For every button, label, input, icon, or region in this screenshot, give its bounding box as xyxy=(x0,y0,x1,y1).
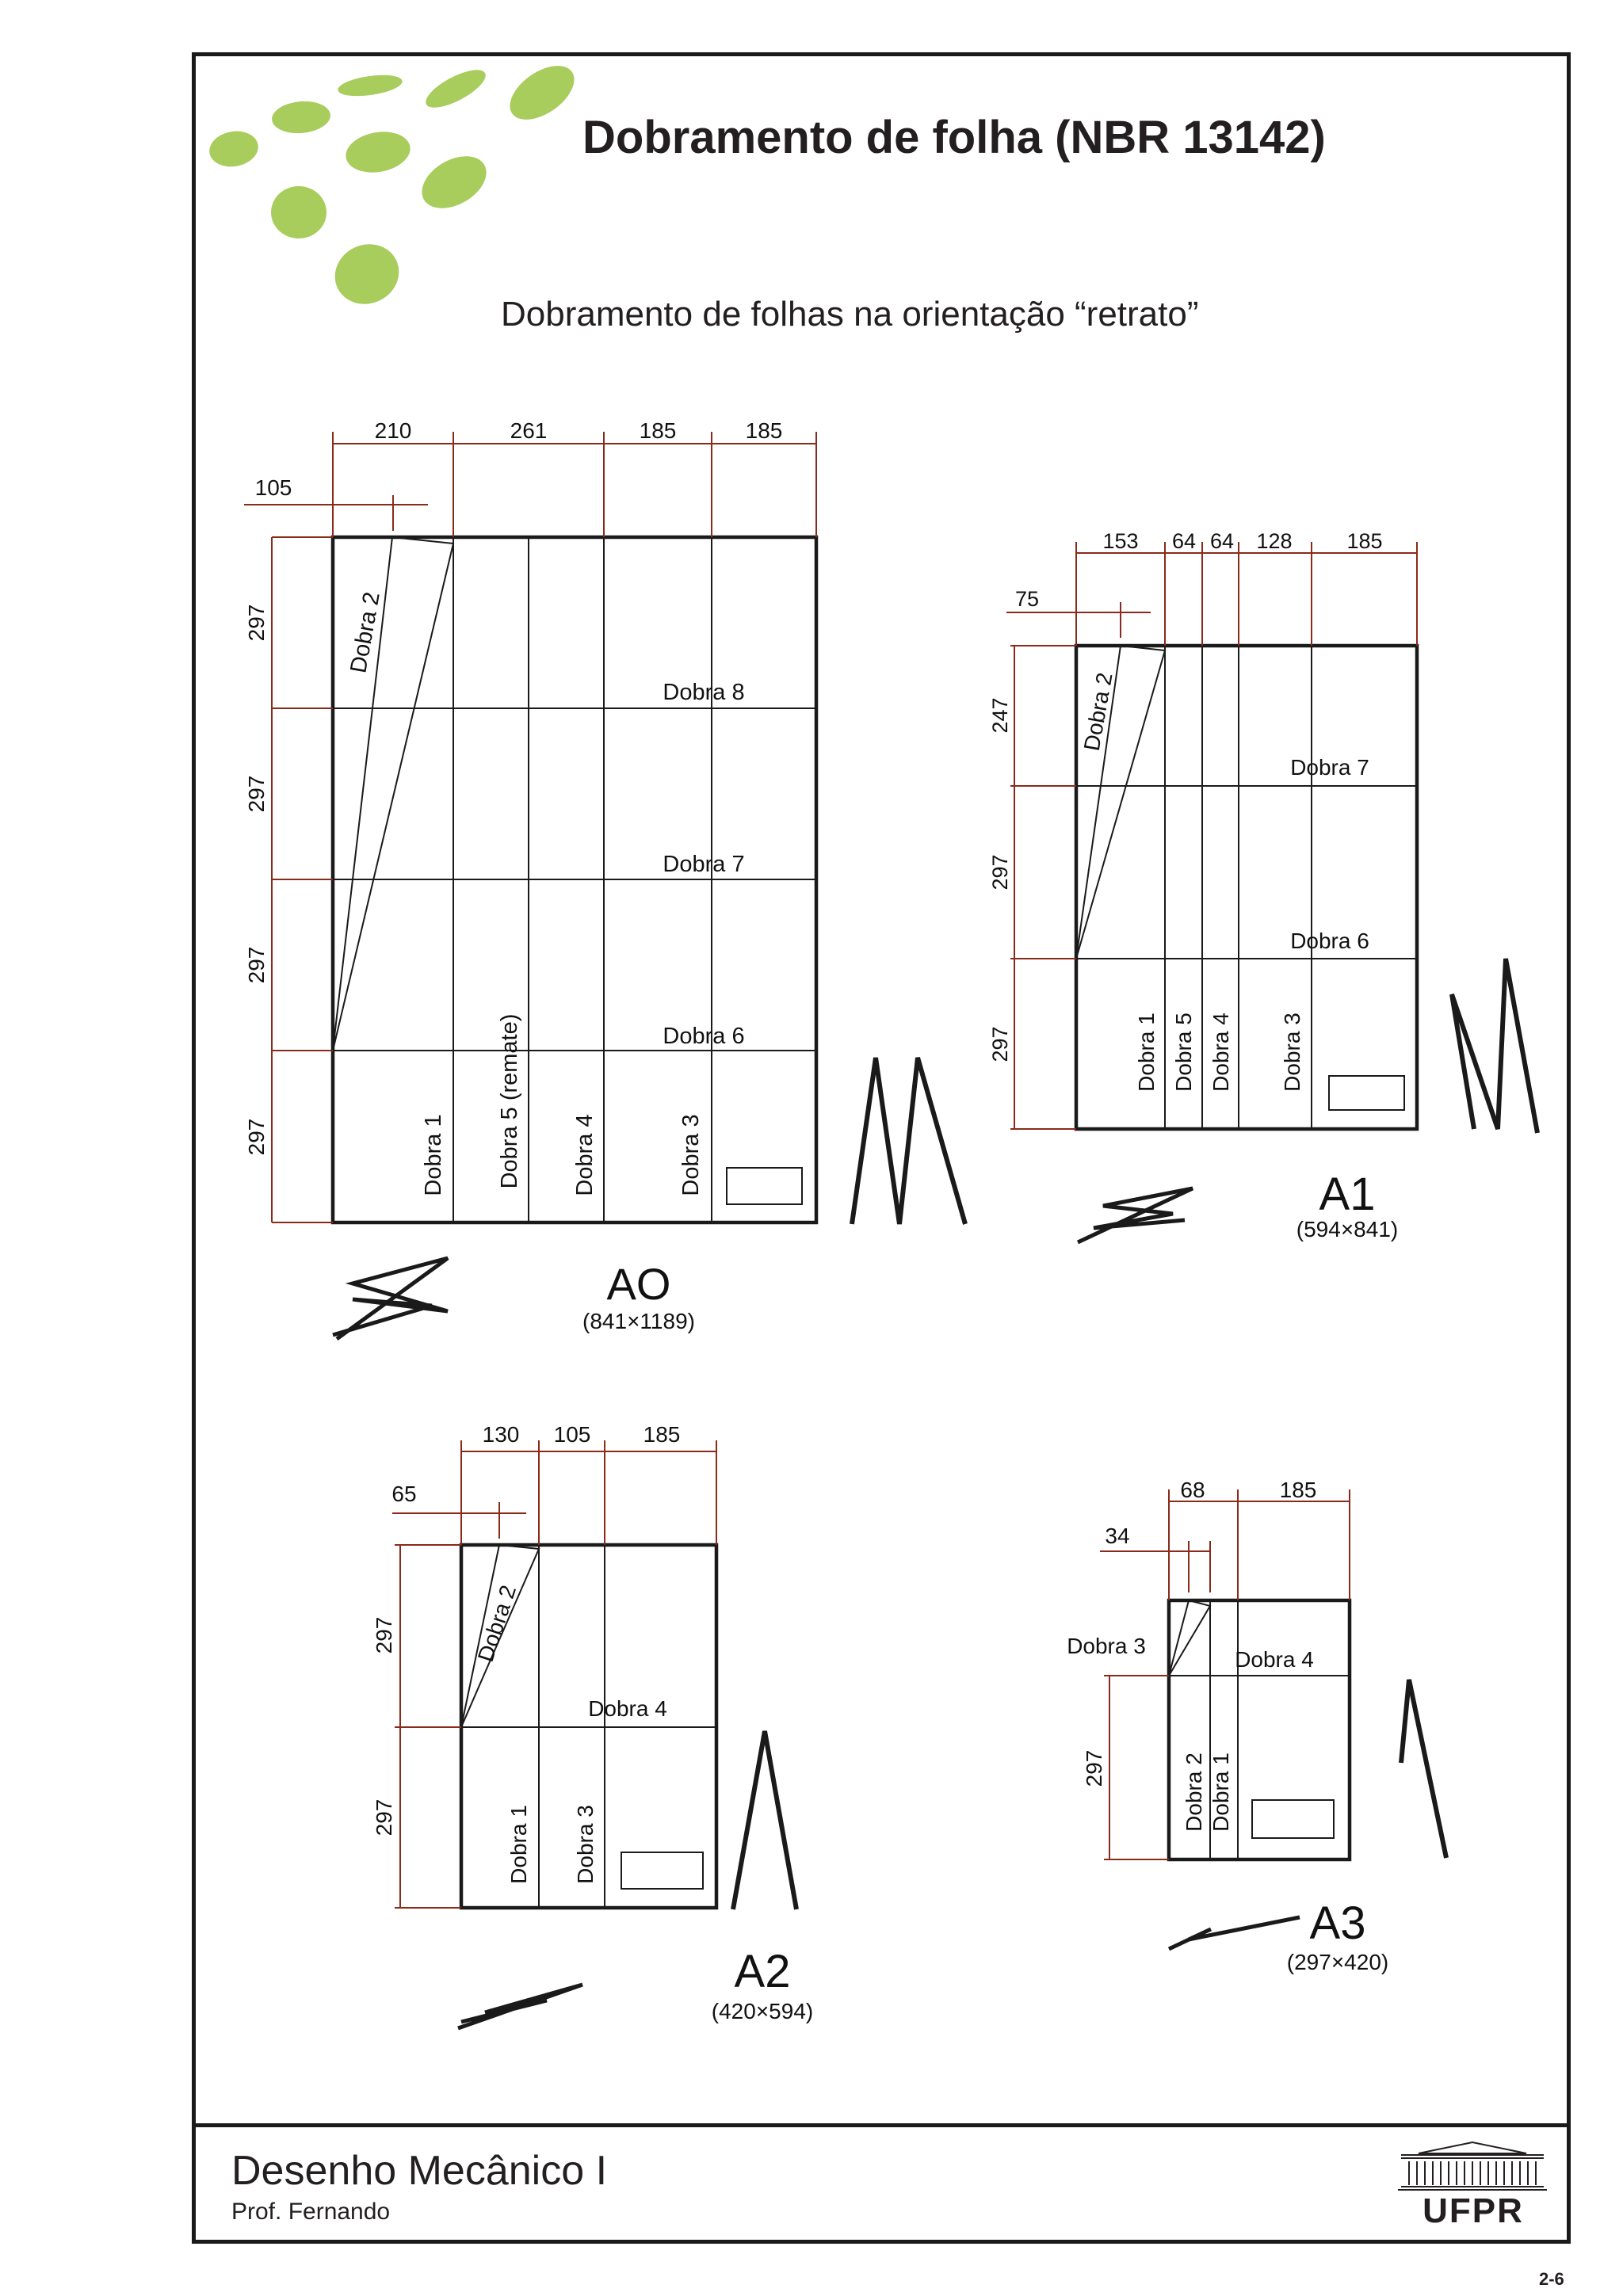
a3-dim-left-1: 297 xyxy=(1082,1750,1106,1787)
footer-divider xyxy=(192,2123,1571,2127)
course-name: Desenho Mecânico I xyxy=(231,2148,608,2194)
a2-format-size: (420×594) xyxy=(712,1999,813,2023)
a1-fold-profile-vertical xyxy=(1449,958,1540,1134)
a2-fold-2-label: Dobra 2 xyxy=(473,1582,521,1665)
a2-dim-top-3: 185 xyxy=(643,1422,681,1447)
sheet-a0: 210 261 185 185 105 297 297 297 297 Dobr… xyxy=(244,418,968,1341)
a3-fold-3-label: Dobra 3 xyxy=(1067,1634,1146,1658)
a0-dim-top-3: 185 xyxy=(640,418,677,443)
a1-fold-7-label: Dobra 7 xyxy=(1290,755,1369,780)
a0-dim-top-2: 261 xyxy=(510,418,548,443)
page-title: Dobramento de folha (NBR 13142) xyxy=(582,112,1326,163)
a2-dim-top-1: 130 xyxy=(483,1422,520,1447)
a2-fold-3-label: Dobra 3 xyxy=(573,1805,598,1884)
a0-dim-top-4: 185 xyxy=(746,418,783,443)
a1-sheet-outline xyxy=(1074,643,1419,1131)
a0-dim-left-3: 297 xyxy=(244,947,269,984)
a2-fold-profile-vertical xyxy=(731,1730,799,1910)
a2-dim-offset: 65 xyxy=(391,1482,416,1506)
a3-format-size: (297×420) xyxy=(1287,1950,1388,1974)
decorative-green-dots xyxy=(209,66,575,304)
a3-dim-top-2: 185 xyxy=(1280,1478,1317,1502)
page-number: 2-6 xyxy=(1539,2269,1564,2289)
sheet-a3: 68 185 34 297 Dobra 3 Dobra 4 Dobra 2 Do… xyxy=(1067,1478,1449,1974)
a3-fold-profile-horizontal xyxy=(1167,1915,1300,1951)
a0-dim-left-4: 297 xyxy=(244,1119,269,1156)
a1-fold-3-label: Dobra 3 xyxy=(1280,1013,1304,1092)
a2-dim-top-2: 105 xyxy=(554,1422,591,1447)
a3-dim-top-1: 68 xyxy=(1180,1478,1205,1502)
a3-fold-4-label: Dobra 4 xyxy=(1235,1647,1314,1672)
a2-dim-left-1: 297 xyxy=(372,1617,396,1654)
a0-fold-1-label: Dobra 1 xyxy=(421,1114,446,1196)
a1-dim-left-2: 297 xyxy=(988,854,1012,890)
a1-title-block xyxy=(1328,1075,1405,1111)
a2-title-block xyxy=(621,1852,704,1890)
a1-fold-profile-horizontal xyxy=(1076,1186,1194,1245)
a3-fold-1-label: Dobra 1 xyxy=(1209,1753,1233,1832)
a0-fold-5-label: Dobra 5 (remate) xyxy=(497,1014,522,1189)
a2-format-name: A2 xyxy=(735,1946,791,1997)
sheet-a1: 153 64 64 128 185 75 247 297 297 Dobra 2… xyxy=(988,529,1540,1245)
a1-dim-top-3: 64 xyxy=(1210,529,1234,553)
a1-dim-top-2: 64 xyxy=(1172,529,1196,553)
a0-fold-2-label: Dobra 2 xyxy=(346,590,384,675)
a3-fold-profile-vertical xyxy=(1399,1679,1449,1859)
a1-dim-left-1: 247 xyxy=(988,697,1012,733)
page-frame xyxy=(192,52,1571,2244)
a0-fold-4-label: Dobra 4 xyxy=(572,1114,598,1196)
a1-format-size: (594×841) xyxy=(1296,1217,1398,1241)
professor-name: Prof. Fernando xyxy=(231,2199,391,2225)
sheet-a2: 130 105 185 65 297 297 Dobra 2 Dobra 4 D… xyxy=(372,1422,813,2031)
university-logo-text: UFPR xyxy=(1423,2191,1524,2230)
a1-fold-4-label: Dobra 4 xyxy=(1209,1013,1233,1092)
a0-fold-profile-vertical xyxy=(850,1057,968,1225)
a2-dim-left-2: 297 xyxy=(372,1799,396,1836)
a3-sheet-outline xyxy=(1167,1598,1352,1862)
a0-fold-8-label: Dobra 8 xyxy=(663,680,744,705)
a2-fold-1-label: Dobra 1 xyxy=(506,1805,531,1884)
a0-format-name: AO xyxy=(607,1259,671,1309)
a0-dim-left-1: 297 xyxy=(244,605,269,642)
a2-fold-profile-horizontal xyxy=(457,1982,583,2031)
a3-dim-offset: 34 xyxy=(1105,1524,1129,1548)
a0-format-size: (841×1189) xyxy=(582,1309,695,1333)
a1-fold-6-label: Dobra 6 xyxy=(1290,929,1369,953)
a0-title-block xyxy=(726,1167,803,1205)
a0-dim-top-1: 210 xyxy=(375,418,412,443)
a1-dim-top-4: 128 xyxy=(1256,529,1292,553)
a1-fold-1-label: Dobra 1 xyxy=(1134,1013,1159,1092)
a0-fold-6-label: Dobra 6 xyxy=(663,1024,744,1049)
a0-fold-7-label: Dobra 7 xyxy=(663,852,744,877)
a0-dim-left-2: 297 xyxy=(244,776,269,813)
a1-dim-top-1: 153 xyxy=(1102,529,1138,553)
a3-fold-2-label: Dobra 2 xyxy=(1182,1753,1206,1832)
a2-fold-4-label: Dobra 4 xyxy=(588,1696,667,1721)
a1-dim-left-3: 297 xyxy=(988,1026,1012,1062)
a3-title-block xyxy=(1251,1799,1335,1839)
a1-dim-offset: 75 xyxy=(1015,587,1039,611)
a1-dim-top-5: 185 xyxy=(1346,529,1382,553)
a3-format-name: A3 xyxy=(1310,1897,1366,1949)
a0-dim-offset: 105 xyxy=(255,475,292,500)
a0-fold-profile-horizontal xyxy=(332,1256,449,1341)
university-building-icon xyxy=(1398,2141,1547,2191)
a1-fold-5-label: Dobra 5 xyxy=(1171,1013,1196,1092)
page-subtitle: Dobramento de folhas na orientação “retr… xyxy=(501,295,1199,334)
a0-fold-3-label: Dobra 3 xyxy=(678,1114,704,1196)
a1-format-name: A1 xyxy=(1319,1169,1376,1220)
